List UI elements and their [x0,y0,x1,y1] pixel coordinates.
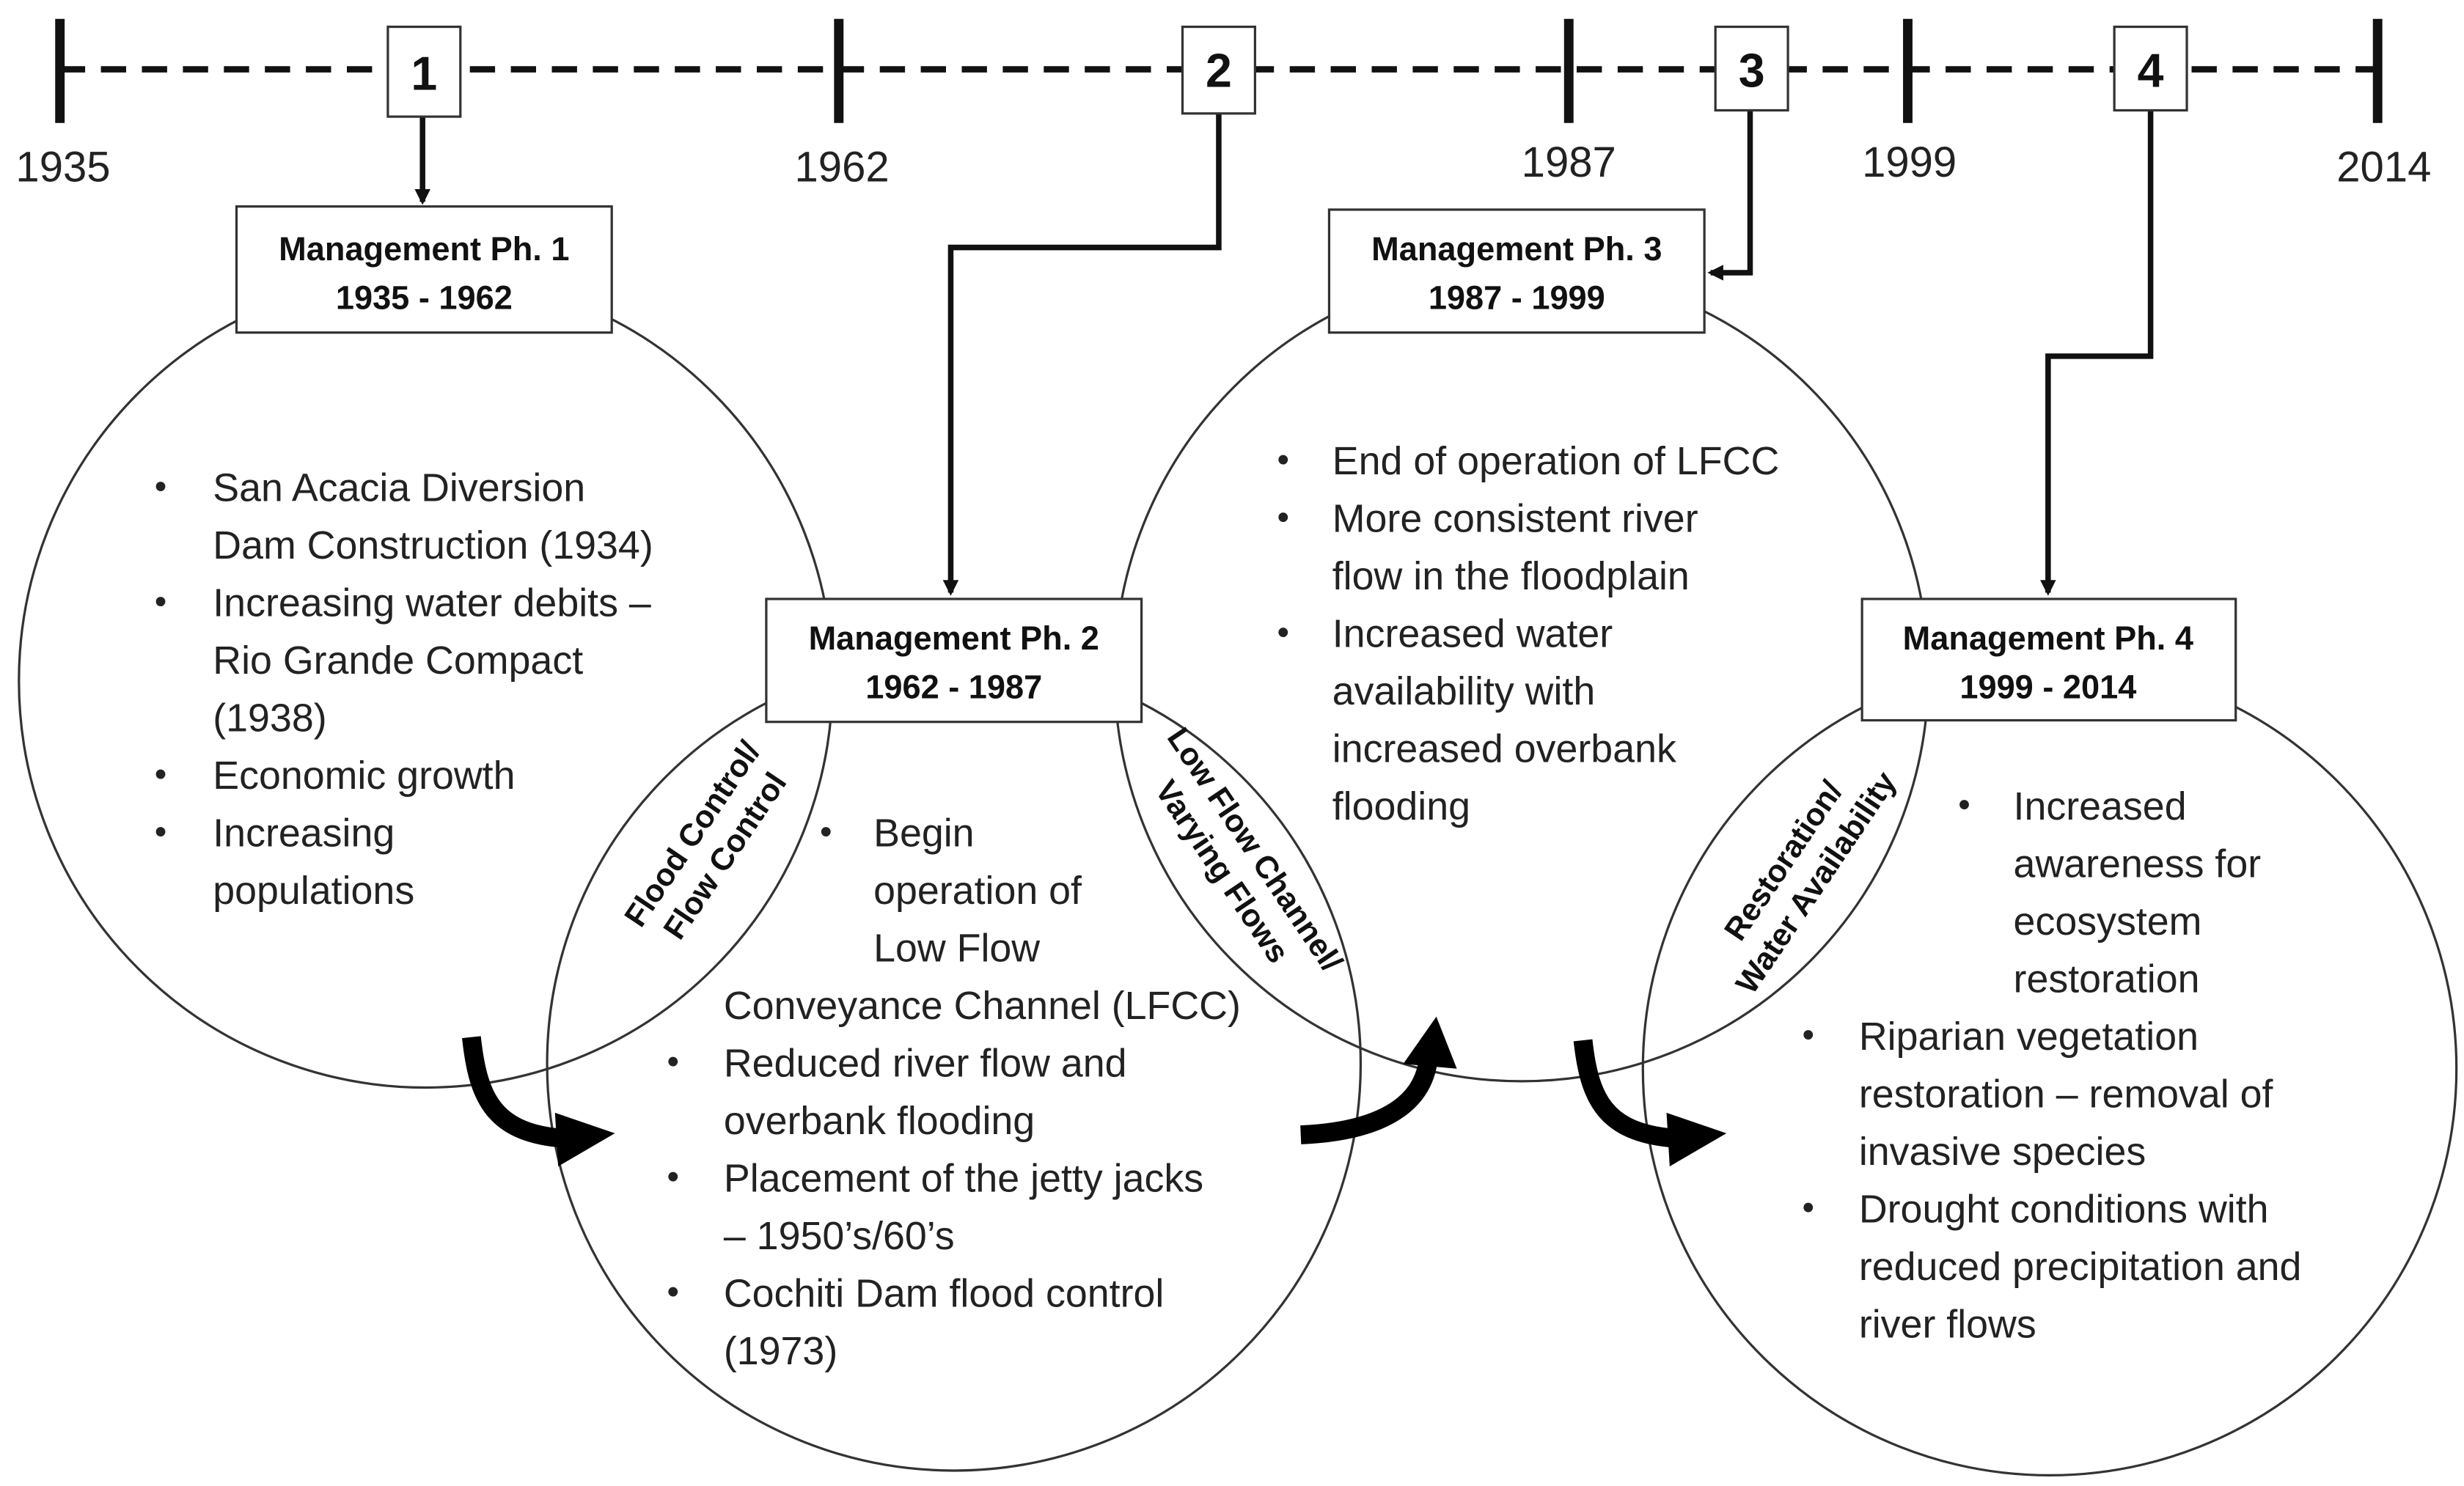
timeline-marker-4: 4 [2113,25,2188,112]
phase-4-bullet-3-line-3: river flows [1859,1302,2036,1346]
phase-1-bullet-2-line-3: (1938) [213,696,326,740]
phase-3-bullet-3-marker: • [1277,613,1290,652]
phase-1-bullet-1-line-1: San Acacia Diversion [213,466,585,510]
phase-1-bullet-1-marker: • [155,467,167,506]
flow-arrows [462,1016,1727,1167]
phase-2-bullet-1-line-3: Low Flow [873,927,1040,971]
transition-label-1: Flood Control/ Flow Control [617,735,793,946]
phase-4-bullet-3-line-1: Drought conditions with [1859,1187,2269,1231]
phase-1-range: 1935 - 1962 [336,279,513,316]
transition-labels: Flood Control/ Flow Control Low Flow Cha… [617,721,1903,1000]
phase-1-bullet-2-marker: • [155,582,167,621]
phase-4-bullet-3-line-2: reduced precipitation and [1859,1245,2302,1289]
marker-4-number: 4 [2138,44,2164,97]
phase-2-bullet-1-line-2: operation of [873,869,1082,913]
phase-4-bullet-3-marker: • [1802,1188,1814,1227]
phase-4-bullet-1-line-1: Increased [2014,784,2187,828]
phase-4-bullet-list: • Increased awareness for ecosystem restorat… [1802,784,2301,1346]
phase-3-bullet-1-line-1: End of operation of LFCC [1332,439,1780,483]
phase-1-box: Management Ph. 1 1935 - 1962 [235,205,613,334]
phase-3-bullet-list: • End of operation of LFCC • More consisten… [1277,439,1780,828]
marker-4-connector [2040,110,2154,596]
phase-2-bullet-4-line-1: Cochiti Dam flood control [724,1271,1164,1315]
phase-2-bullet-1-line-4: Conveyance Channel (LFCC) [724,984,1241,1028]
phase-2-title: Management Ph. 2 [809,619,1099,657]
phase-2-bullet-1-marker: • [820,812,832,851]
phase-boxes: Management Ph. 1 1935 - 1962 Management … [235,205,2237,724]
year-label-1962: 1962 [795,143,890,191]
phase-2-bullet-3-line-2: – 1950’s/60’s [724,1214,955,1258]
phase-3-bullet-3-line-3: increased overbank [1332,727,1676,771]
phase-3-bullet-1-marker: • [1277,441,1290,479]
phase-2-bullet-1-line-1: Begin [873,812,974,856]
phase-4-bullet-1-line-3: ecosystem [2014,900,2202,944]
year-label-2014: 2014 [2336,143,2431,191]
marker-connectors [414,110,2154,596]
timeline-markers: 1 2 3 4 [386,25,2188,118]
phase-4-bullet-1-marker: • [1958,786,1970,825]
phase-4-bullet-1-line-2: awareness for [2014,842,2262,886]
phase-1-bullet-4-line-2: populations [213,869,414,913]
phase-1-bullet-4-line-1: Increasing [213,812,395,856]
phase-1-bullet-2-line-2: Rio Grande Compact [213,639,583,683]
phase-4-box: Management Ph. 4 1999 - 2014 [1860,597,2237,722]
phase-3-bullet-2-line-1: More consistent river [1332,497,1698,541]
phase-2-bullet-2-line-1: Reduced river flow and [724,1041,1127,1085]
phase-3-range: 1987 - 1999 [1429,279,1605,316]
phase-4-bullet-2-marker: • [1802,1016,1814,1055]
timeline-marker-3: 3 [1714,25,1789,112]
year-label-1999: 1999 [1862,139,1957,186]
transition-label-3: Restoration/ Water Availability [1717,765,1903,1000]
phase-4-bullet-2-line-3: invasive species [1859,1130,2146,1174]
phase-4-bullet-1-line-4: restoration [2014,957,2200,1001]
flow-arrow-1-to-2 [462,1036,615,1167]
phase-2-bullet-2-marker: • [667,1042,679,1081]
phase-2-bullet-3-line-1: Placement of the jetty jacks [724,1156,1203,1200]
phase-1-title: Management Ph. 1 [279,230,569,268]
phase-2-bullet-3-marker: • [667,1158,679,1196]
flow-arrow-2-to-3 [1300,1016,1457,1144]
phase-1-bullet-4-marker: • [155,812,167,851]
marker-2-number: 2 [1206,44,1232,97]
phase-3-title: Management Ph. 3 [1371,230,1662,268]
phase-3-bullet-3-line-2: availability with [1332,669,1595,713]
phase-2-bullet-2-line-2: overbank flooding [724,1099,1035,1143]
marker-3-connector [1707,110,1753,281]
phase-4-range: 1999 - 2014 [1959,668,2136,705]
flow-arrow-3-to-4 [1573,1039,1727,1167]
phase-2-range: 1962 - 1987 [865,668,1042,705]
marker-3-number: 3 [1739,44,1765,97]
timeline-marker-1: 1 [386,25,462,118]
phase-4-title: Management Ph. 4 [1903,619,2193,657]
marker-2-connector [942,113,1222,596]
phase-2-bullet-4-line-2: (1973) [724,1329,837,1373]
phase-4-bullet-2-line-2: restoration – removal of [1859,1072,2274,1116]
phase-1-bullet-2-line-1: Increasing water debits – [213,581,651,625]
phase-3-bullet-2-line-2: flow in the floodplain [1332,554,1690,598]
phase-3-bullet-2-marker: • [1277,498,1290,537]
phase-1-bullet-3-line-1: Economic growth [213,754,515,798]
year-label-1987: 1987 [1522,139,1616,186]
year-label-1935: 1935 [15,143,110,191]
phase-3-box: Management Ph. 3 1987 - 1999 [1327,208,1706,334]
timeline-marker-2: 2 [1181,25,1257,115]
phase-3-bullet-3-line-4: flooding [1332,784,1470,828]
marker-1-number: 1 [411,48,437,100]
phase-2-box: Management Ph. 2 1962 - 1987 [765,597,1143,724]
phase-1-bullet-3-marker: • [155,755,167,794]
phase-1-bullet-1-line-2: Dam Construction (1934) [213,523,653,567]
phase-3-bullet-3-line-1: Increased water [1332,612,1613,656]
phase-2-bullet-4-marker: • [667,1273,679,1312]
phase-4-bullet-2-line-1: Riparian vegetation [1859,1015,2199,1059]
